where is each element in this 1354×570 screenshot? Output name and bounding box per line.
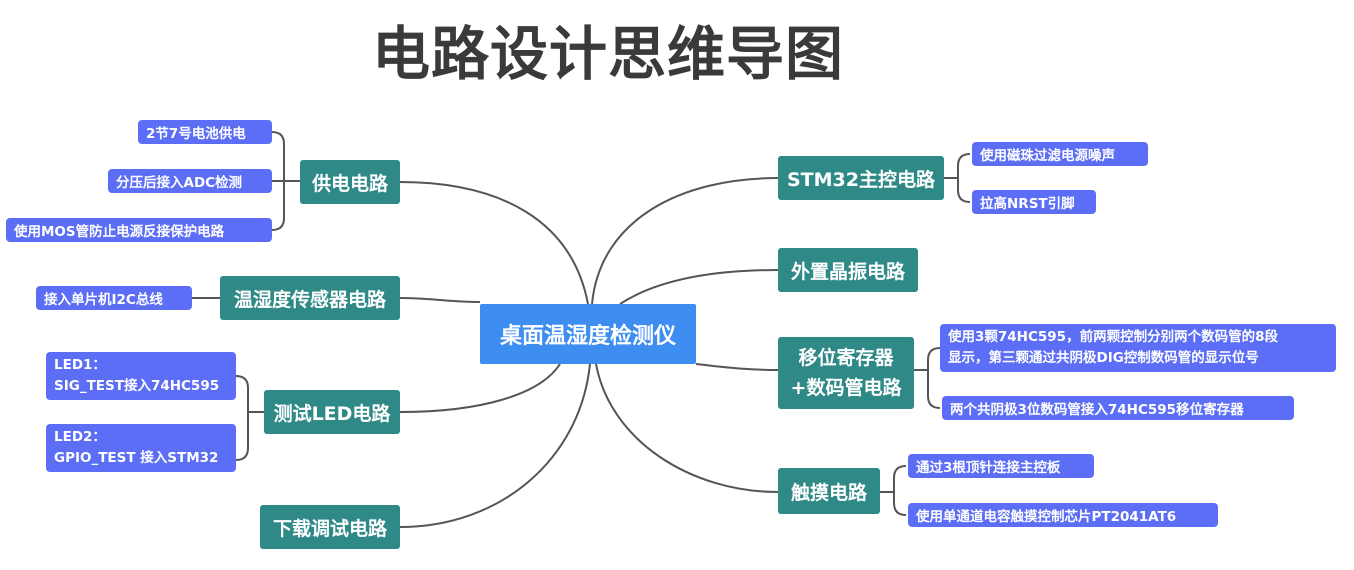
branch-power-supply[interactable]: 供电电路 <box>300 160 400 204</box>
leaf-74hc595-line2: 显示，第三颗通过共阴极DIG控制数码管的显示位号 <box>948 350 1259 366</box>
leaf-seven-segment[interactable]: 两个共阴极3位数码管接入74HC595移位寄存器 <box>942 396 1294 420</box>
leaf-battery[interactable]: 2节7号电池供电 <box>138 120 272 144</box>
branch-shift-register[interactable]: 移位寄存器 +数码管电路 <box>778 337 914 409</box>
branch-shift-line1: 移位寄存器 <box>798 347 894 369</box>
leaf-pogo-pins[interactable]: 通过3根顶针连接主控板 <box>908 454 1094 478</box>
leaf-nrst[interactable]: 拉高NRST引脚 <box>972 190 1096 214</box>
leaf-led1[interactable]: LED1： SIG_TEST接入74HC595 <box>46 352 236 400</box>
leaf-i2c[interactable]: 接入单片机I2C总线 <box>36 286 192 310</box>
leaf-led2[interactable]: LED2： GPIO_TEST 接入STM32 <box>46 424 236 472</box>
link-center-led <box>399 363 561 413</box>
leaf-adc[interactable]: 分压后接入ADC检测 <box>108 169 272 193</box>
branch-touch[interactable]: 触摸电路 <box>778 468 880 514</box>
leaf-74hc595-line1: 使用3颗74HC595，前两颗控制分别两个数码管的8段 <box>948 329 1278 345</box>
leaf-led1-line2: SIG_TEST接入74HC595 <box>54 378 220 394</box>
link-center-download <box>399 363 591 528</box>
link-center-crystal <box>619 269 779 305</box>
leaf-led2-line1: LED2： <box>54 429 106 445</box>
branch-sensor[interactable]: 温湿度传感器电路 <box>220 276 400 320</box>
bracket-led <box>235 375 264 461</box>
branch-test-led[interactable]: 测试LED电路 <box>264 390 400 434</box>
leaf-led1-line1: LED1： <box>54 357 106 373</box>
leaf-74hc595-control[interactable]: 使用3颗74HC595，前两颗控制分别两个数码管的8段 显示，第三颗通过共阴极D… <box>940 324 1336 372</box>
leaf-ferrite-bead[interactable]: 使用磁珠过滤电源噪声 <box>972 142 1148 166</box>
center-node[interactable]: 桌面温湿度检测仪 <box>480 304 696 364</box>
branch-stm32[interactable]: STM32主控电路 <box>778 156 944 200</box>
branch-crystal[interactable]: 外置晶振电路 <box>778 248 918 292</box>
leaf-touch-chip[interactable]: 使用单通道电容触摸控制芯片PT2041AT6 <box>908 503 1218 527</box>
bracket-touch <box>880 465 907 516</box>
link-center-power <box>399 181 589 305</box>
leaf-mos-protection[interactable]: 使用MOS管防止电源反接保护电路 <box>6 218 272 242</box>
link-center-shift <box>695 363 779 371</box>
bracket-stm32 <box>944 153 971 203</box>
bracket-shift <box>914 347 941 409</box>
link-center-stm32 <box>591 177 779 305</box>
link-center-touch <box>595 363 779 493</box>
branch-shift-line2: +数码管电路 <box>790 377 902 399</box>
bracket-power <box>271 131 300 231</box>
leaf-led2-line2: GPIO_TEST 接入STM32 <box>54 450 219 466</box>
page-title: 电路设计思维导图 <box>372 20 845 88</box>
branch-download-debug[interactable]: 下载调试电路 <box>260 505 400 549</box>
link-center-sensor <box>399 297 481 303</box>
